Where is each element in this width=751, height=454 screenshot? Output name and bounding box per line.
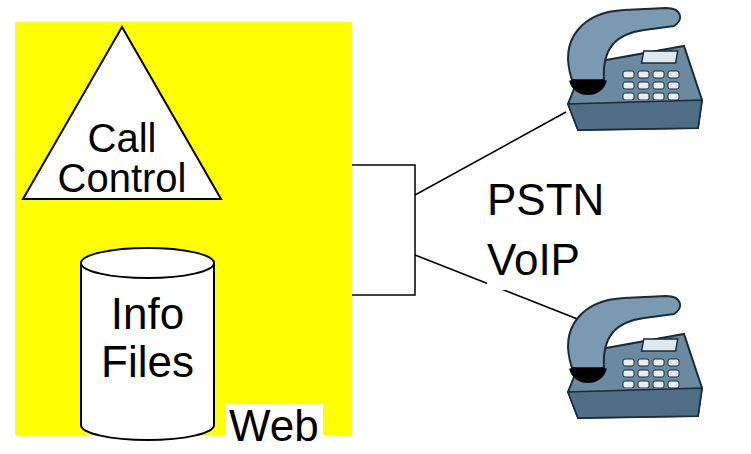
network-label: PSTN VoIP [487, 170, 617, 290]
node-label: Call Control [47, 118, 197, 198]
database-cylinder: Info Files [80, 248, 215, 440]
telephone-icon [568, 296, 702, 418]
telephone-icon [568, 8, 702, 130]
web-region: WebCall ControlInfo Files [15, 22, 352, 435]
region-title: Web [225, 404, 323, 448]
node-label: Info Files [80, 290, 215, 386]
triangle-node: Call Control [22, 26, 222, 200]
